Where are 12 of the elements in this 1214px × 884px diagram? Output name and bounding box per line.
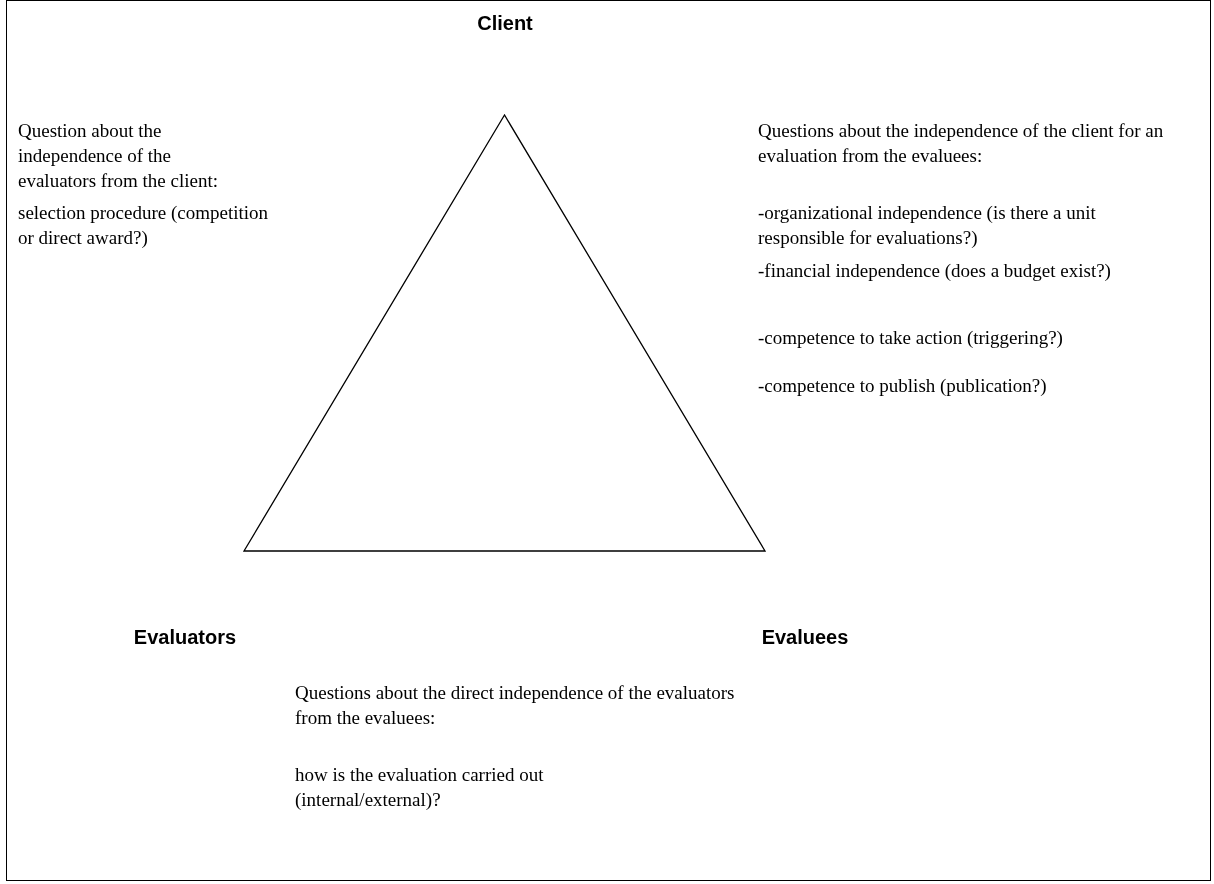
corner-heading: Evaluators	[133, 626, 237, 648]
question-text: -competence to publish (publication?)	[758, 374, 1048, 398]
question-text: -competence to take action (triggering?)	[758, 326, 1064, 350]
question-text: Questions about the direct independence of the evaluators from the evaluees:	[295, 681, 735, 730]
corner-heading: Client	[477, 12, 533, 34]
question-text: Question about the independence of the evaluators from the client:	[18, 119, 219, 193]
question-text: -financial independence (does a budget exist?)	[758, 259, 1112, 283]
question-text: how is the evaluation carried out (internal/external)?	[295, 763, 545, 812]
question-text: selection procedure (competition or direct award?)	[18, 201, 270, 250]
question-text: Questions about the independence of the client for an evaluation from the evaluees:	[758, 119, 1165, 168]
question-text: -organizational independence (is there a unit responsible for evaluations?)	[758, 201, 1097, 250]
corner-heading: Evaluees	[761, 626, 849, 648]
